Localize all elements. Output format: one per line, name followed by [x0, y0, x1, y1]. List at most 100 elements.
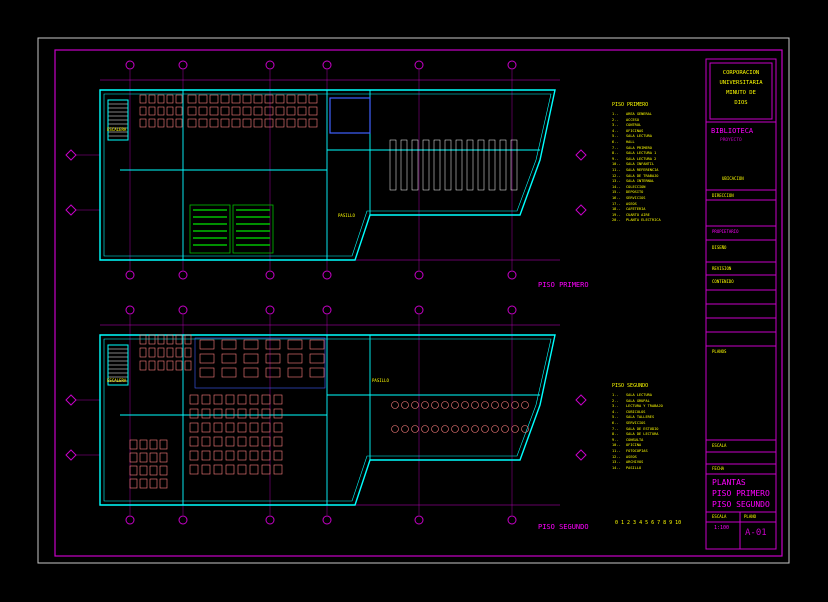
grid-bubble	[178, 515, 188, 525]
reading-table	[184, 334, 192, 345]
reading-table	[273, 436, 283, 447]
reading-table	[189, 436, 199, 447]
group-table	[199, 353, 215, 364]
round-table	[521, 401, 529, 409]
bookshelf	[400, 139, 408, 191]
reading-table	[175, 347, 183, 358]
round-table	[451, 425, 459, 433]
reading-table	[189, 450, 199, 461]
grid-bubble	[414, 515, 424, 525]
round-table	[391, 401, 399, 409]
legend-item-label: DEPOSITO	[626, 190, 644, 195]
grid-marker	[65, 449, 77, 461]
stair-label: ESCALERA	[107, 378, 127, 383]
exterior-wall-inner	[103, 338, 552, 502]
legend-item: 15.- DEPOSITO	[612, 190, 704, 196]
grid-bubble	[507, 305, 517, 315]
legend-item-label: CONTROL	[626, 123, 642, 128]
exterior-wall	[99, 334, 556, 506]
group-table	[221, 353, 237, 364]
legend-item: 20.-PLANTA ELECTRICA	[612, 218, 704, 224]
legend-item-label: SALA GRUPAL	[626, 398, 650, 403]
scale-tick: 8	[663, 520, 667, 526]
reading-table	[220, 94, 230, 104]
reading-table	[198, 106, 208, 116]
grid-bubble	[414, 60, 424, 70]
legend-item-number: 17.-	[612, 201, 621, 206]
grid-marker	[65, 204, 77, 216]
reading-table	[261, 422, 271, 433]
round-table	[491, 401, 499, 409]
grid-bubble	[265, 60, 275, 70]
reading-table	[264, 118, 274, 128]
reading-table	[139, 452, 148, 463]
legend-item: 5.-SALA LECTURA	[612, 134, 704, 140]
legend-item-number: 5.-	[612, 415, 619, 420]
legend-item-number: 6.-	[612, 139, 619, 144]
legend-item-label: SALA LECTURA 1	[626, 151, 657, 156]
reading-table	[139, 106, 147, 116]
reading-table	[148, 347, 156, 358]
round-table	[511, 401, 519, 409]
reading-table	[237, 450, 247, 461]
legend-item: 8.- SALA LECTURA 1	[612, 151, 704, 157]
reading-table	[166, 360, 174, 371]
group-table	[287, 339, 303, 350]
tb-drawing-title-line: PISO PRIMERO	[712, 489, 770, 498]
reading-table	[189, 408, 199, 419]
reading-table	[148, 360, 156, 371]
reading-table	[166, 94, 174, 104]
reading-table	[225, 450, 235, 461]
reading-table	[242, 106, 252, 116]
scale-tick: 9	[669, 520, 673, 526]
reading-table	[213, 436, 223, 447]
reading-table	[213, 450, 223, 461]
legend-item-number: 5.-	[612, 134, 619, 139]
grid-marker	[65, 149, 77, 161]
legend-item-number: 8.-	[612, 151, 619, 156]
legend-item-label: AREA GENERAL	[626, 112, 652, 116]
reading-table	[264, 106, 274, 116]
reading-table	[139, 94, 147, 104]
reading-table	[237, 408, 247, 419]
reading-table	[157, 334, 165, 345]
group-table	[243, 367, 259, 378]
reading-table	[149, 478, 158, 489]
scale-tick: 3	[633, 520, 637, 526]
reading-table	[166, 347, 174, 358]
reading-table	[159, 452, 168, 463]
reading-table	[237, 464, 247, 475]
legend-item-number: 1.-	[612, 112, 619, 116]
legend-item-label: CAFETERIA	[626, 207, 646, 212]
legend-item-number: 19.-	[612, 212, 621, 217]
round-table	[481, 425, 489, 433]
legend-item: 16.-SERVICIOS	[612, 196, 704, 202]
legend-item-label: LECTURA Y TRABAJO	[626, 404, 663, 409]
reading-table	[275, 94, 285, 104]
group-table	[243, 353, 259, 364]
reading-table	[157, 118, 165, 128]
legend-item-number: 11.-	[612, 448, 621, 453]
legend-item-number: 14.-	[612, 465, 621, 470]
tb-field: REVISION	[712, 266, 732, 271]
reading-table	[286, 94, 296, 104]
reading-table	[253, 106, 263, 116]
legend-item-label: SALA INTERNAL	[626, 179, 655, 184]
reading-table	[139, 478, 148, 489]
reading-table	[225, 464, 235, 475]
round-table	[401, 425, 409, 433]
reading-table	[249, 450, 259, 461]
reading-table	[175, 334, 183, 345]
tb-location: UBICACION	[722, 176, 744, 181]
reading-table	[209, 94, 219, 104]
legend-item: 14.-PASILLO	[612, 466, 704, 472]
legend-item-number: 9.-	[612, 437, 619, 442]
grid-bubble	[265, 270, 275, 280]
reading-table	[225, 408, 235, 419]
legend-item-number: 15.-	[612, 190, 621, 195]
legend-item-label: PLANTA ELECTRICA	[626, 218, 661, 223]
legend-item-label: ASEOS	[626, 201, 637, 206]
legend-item-number: 10.-	[612, 443, 621, 448]
